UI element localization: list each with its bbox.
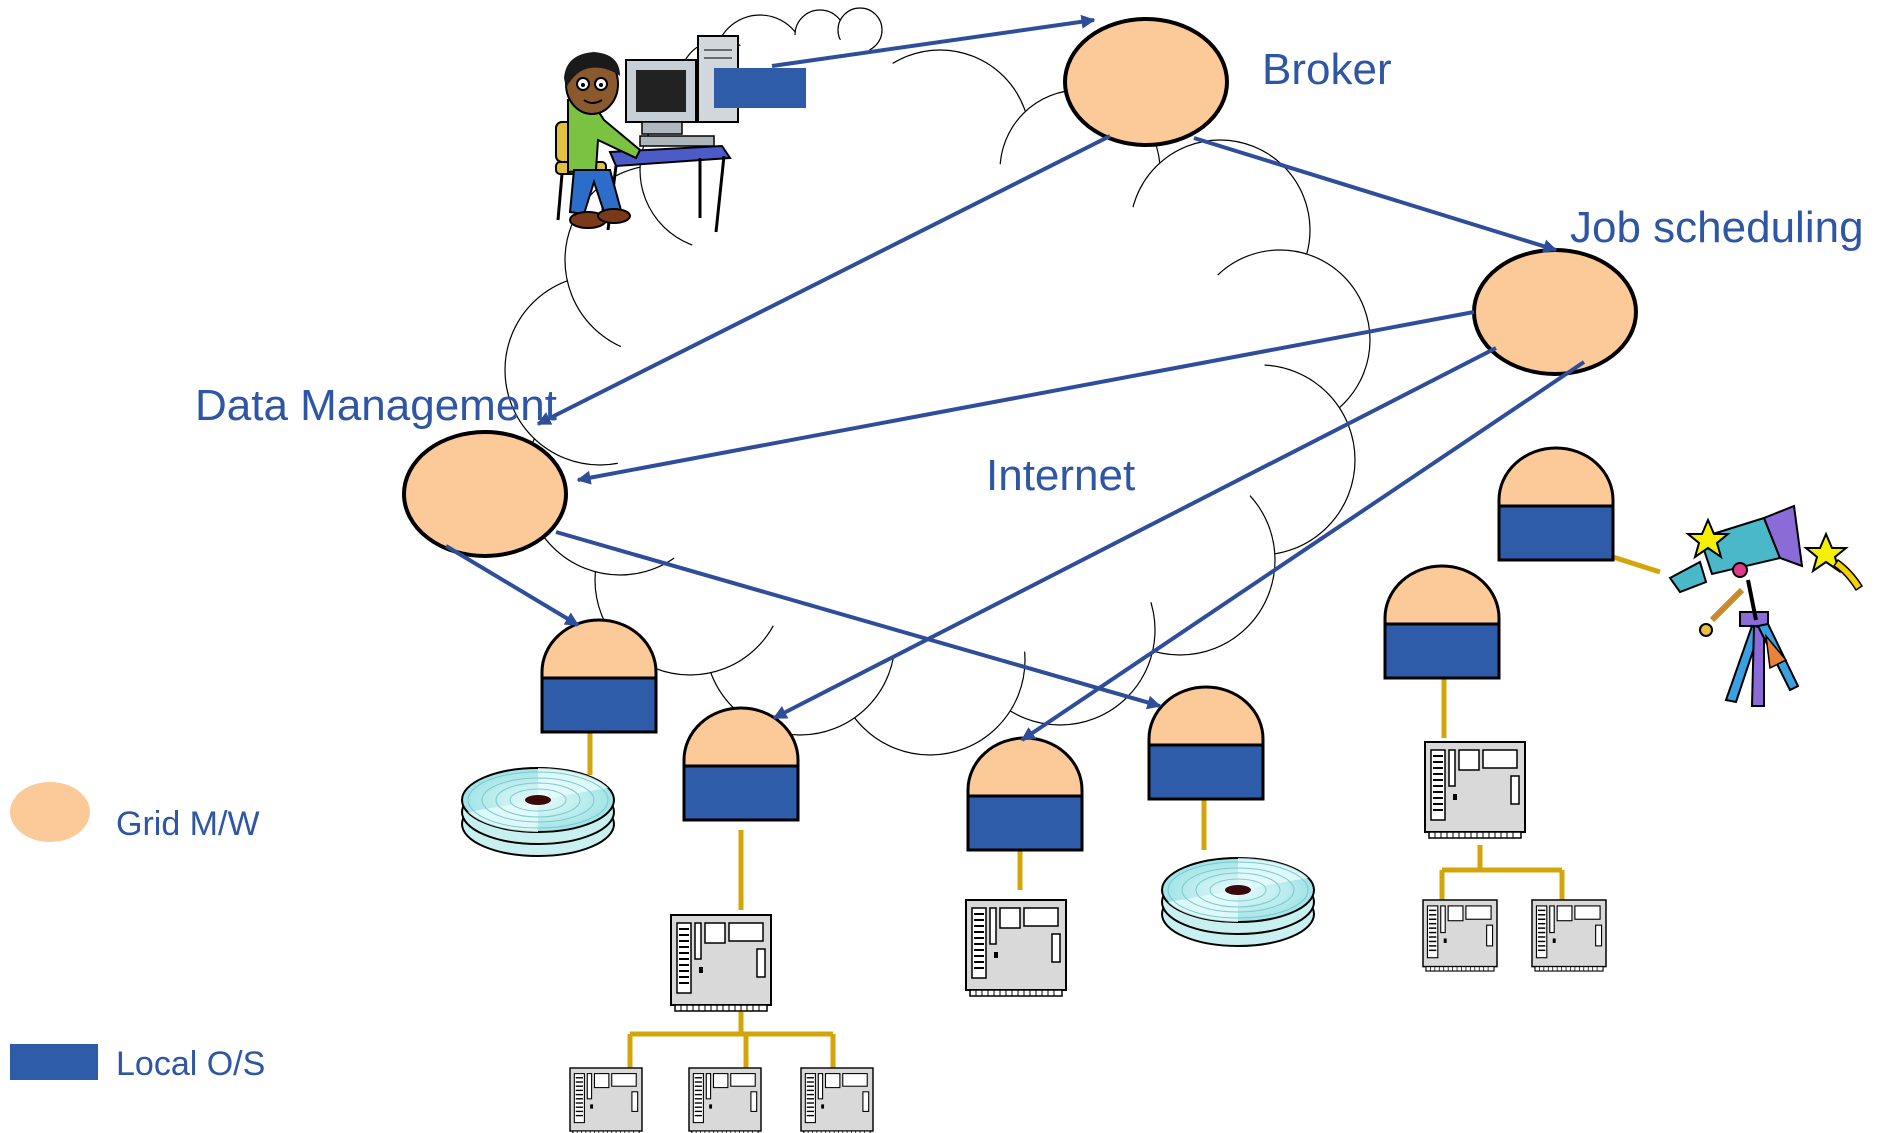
- telescope-icon: [1668, 504, 1864, 707]
- broker-node: [1063, 17, 1229, 147]
- internet-label: Internet: [986, 451, 1135, 500]
- server-icon: [1531, 899, 1607, 972]
- resource-node-1: [540, 618, 658, 734]
- internet-cloud: [504, 7, 1371, 756]
- user-at-computer-icon: [555, 35, 739, 233]
- storage-disk-icon: [461, 767, 615, 857]
- server-icon: [670, 914, 772, 1012]
- resource-node-5: [1383, 564, 1501, 680]
- job-scheduling-node: [1472, 248, 1638, 376]
- server-icon: [1424, 741, 1526, 839]
- server-icon: [688, 1067, 762, 1133]
- server-icon: [800, 1067, 874, 1133]
- server-icon: [965, 899, 1067, 997]
- legend-local-os-swatch: [10, 1044, 98, 1080]
- data-management-node: [402, 430, 568, 558]
- legend-grid-mw-label: Grid M/W: [116, 805, 260, 843]
- resource-node-3: [966, 736, 1084, 852]
- resource-node-4: [1147, 685, 1265, 801]
- connectors: [587, 554, 1661, 1070]
- storage-disk-icon: [1161, 857, 1315, 947]
- arrows: [444, 14, 1586, 742]
- user-local-os-box: [714, 68, 806, 108]
- resource-node-6: [1497, 446, 1615, 562]
- legend-grid-mw-swatch: [10, 782, 90, 842]
- resource-node-2: [682, 706, 800, 822]
- job-scheduling-label: Job scheduling: [1570, 203, 1864, 252]
- legend: Grid M/W Local O/S: [10, 782, 265, 1083]
- server-icon: [569, 1067, 643, 1133]
- broker-label: Broker: [1262, 45, 1392, 94]
- data-management-label: Data Management: [195, 381, 557, 430]
- legend-local-os-label: Local O/S: [116, 1045, 265, 1083]
- server-icon: [1422, 899, 1498, 972]
